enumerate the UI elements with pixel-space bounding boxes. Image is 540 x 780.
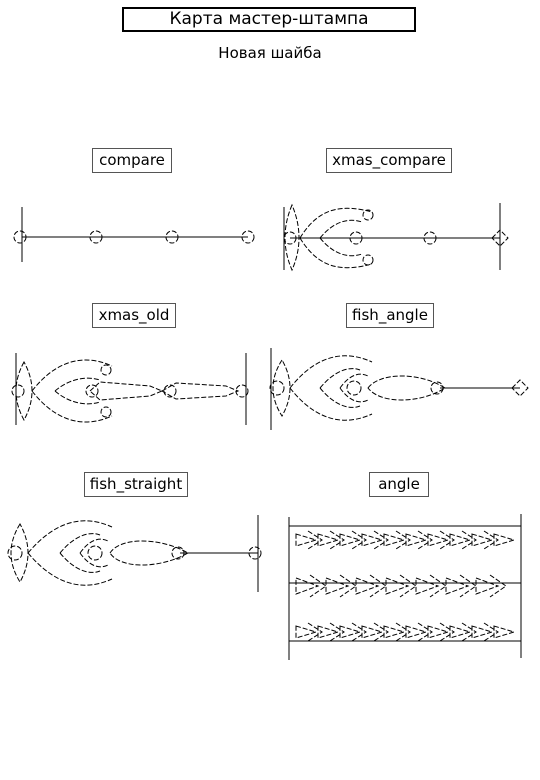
diagram-fish-angle — [269, 348, 529, 430]
diagram-angle — [288, 514, 522, 660]
diagram-xmas-compare — [283, 203, 509, 272]
panel-label-compare: compare — [92, 148, 172, 173]
panel-label-fish-straight: fish_straight — [84, 472, 188, 497]
diagram-xmas-old — [11, 353, 249, 425]
panel-label-xmas-old: xmas_old — [92, 303, 176, 328]
panel-label-angle: angle — [369, 472, 429, 497]
panel-label-fish-angle: fish_angle — [346, 303, 434, 328]
map-title: Карта мастер-штампа — [122, 7, 416, 32]
diagram-compare — [13, 207, 255, 262]
panel-label-xmas-compare: xmas_compare — [326, 148, 452, 173]
diagram-fish-straight — [7, 515, 262, 592]
map-subtitle: Новая шайба — [218, 44, 322, 62]
